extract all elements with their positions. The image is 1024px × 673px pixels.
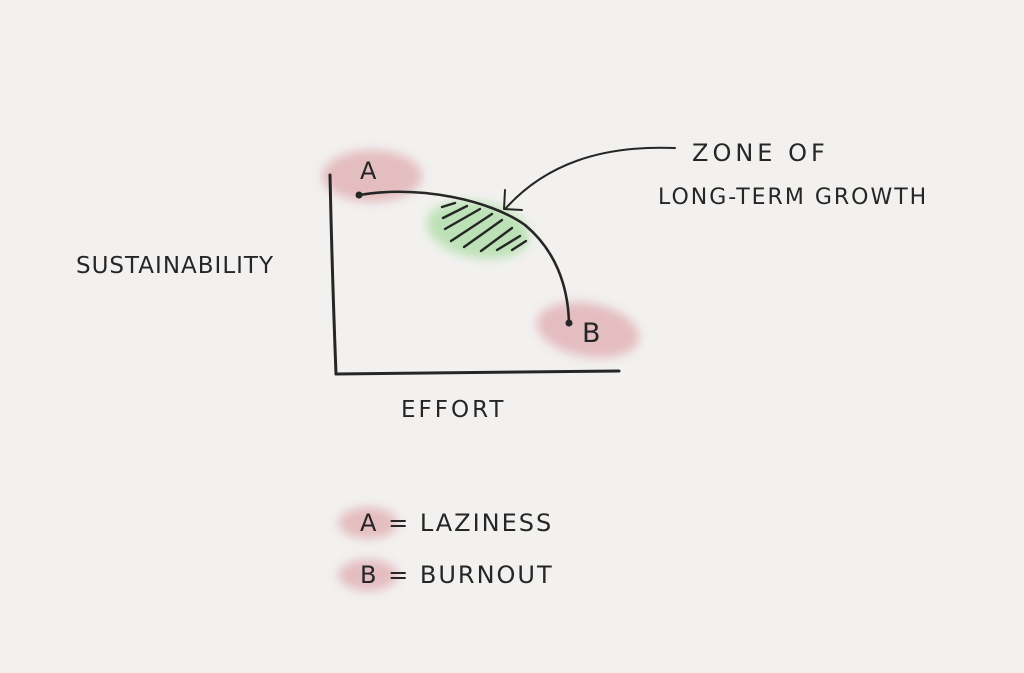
legend-eq: = [388, 561, 411, 589]
point-b-highlight [536, 301, 640, 359]
point-a-highlight [322, 150, 422, 202]
legend-item-burnout: B = BURNOUT [360, 561, 554, 589]
annotation-arrow [505, 146, 676, 209]
legend-eq: = [388, 509, 411, 537]
legend-label: LAZINESS [419, 509, 554, 537]
legend-b-highlight [338, 559, 398, 591]
point-b-label: B [582, 318, 603, 349]
point-a-label: A [360, 157, 379, 185]
point-b-dot [565, 319, 573, 327]
legend-key: B [360, 561, 379, 589]
arrowhead-icon [503, 189, 523, 211]
legend-label: BURNOUT [419, 561, 554, 589]
y-axis-label: SUSTAINABILITY [76, 253, 275, 279]
legend-a-highlight [338, 507, 398, 539]
growth-zone-hatching [440, 201, 528, 253]
y-axis [328, 173, 338, 376]
x-axis [334, 369, 621, 376]
tradeoff-curve [357, 190, 571, 325]
x-axis-label: EFFORT [401, 397, 507, 423]
annotation-line-1: ZONE OF [692, 139, 829, 167]
point-a-dot [355, 191, 363, 199]
legend-key: A [360, 509, 379, 537]
legend-item-laziness: A = LAZINESS [360, 509, 553, 537]
annotation-line-2: LONG-TERM GROWTH [658, 185, 929, 210]
